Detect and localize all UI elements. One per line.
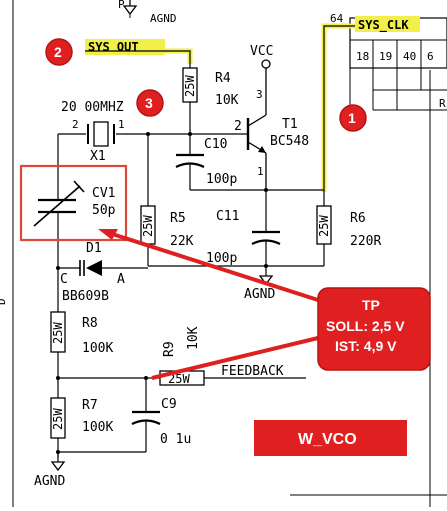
x1-pin-right: 1 <box>118 118 125 131</box>
r5-name: R5 <box>170 211 186 226</box>
w-vco-box: W_VCO <box>254 420 407 456</box>
r9-value: 10K <box>186 326 201 350</box>
callout-arrows <box>98 229 319 380</box>
pin-64-label: 64 <box>330 12 344 25</box>
tp-soll: SOLL: 2,5 V <box>326 318 405 334</box>
tp-ist: IST: 4,9 V <box>335 338 397 354</box>
d1-pin-a: A <box>117 272 125 287</box>
w-vco-label: W_VCO <box>298 431 357 448</box>
r8-value: 100K <box>82 341 113 356</box>
r8-name: R8 <box>82 316 98 331</box>
resistor-r8: 25W R8 100K <box>50 268 113 378</box>
c9-value: 0 1u <box>160 432 191 447</box>
r6-name: R6 <box>350 211 366 226</box>
feedback-label: FEEDBACK <box>221 364 284 379</box>
vcc-terminal: VCC 3 <box>250 44 273 115</box>
r5-value: 22K <box>170 234 194 249</box>
svg-text:25W: 25W <box>168 372 190 386</box>
t1-pin-base: 2 <box>234 119 242 134</box>
vcc-label: VCC <box>250 44 273 59</box>
r7-value: 100K <box>82 420 113 435</box>
r4-name: R4 <box>215 71 231 86</box>
marker-2[interactable]: 2 <box>45 38 73 66</box>
header-connector: SYS_CLK 18 19 40 6 R <box>349 16 447 111</box>
capacitor-c9: C9 0 1u <box>131 378 191 452</box>
resistor-r9: 25W R9 10K FEEDBACK <box>146 326 306 386</box>
crystal-x1: 20 00MHZ 2 1 X1 <box>58 100 125 164</box>
sys-out-label: SYS OUT <box>88 40 139 54</box>
edge-letter-p: P <box>118 0 125 11</box>
agnd-bottom: AGND <box>34 452 65 489</box>
svg-text:AGND: AGND <box>244 287 275 302</box>
r6-value: 220R <box>350 234 381 249</box>
transistor-t1: 2 T1 BC548 1 <box>228 114 309 190</box>
d1-pin-c: C <box>60 272 68 287</box>
capacitor-c10: C10 100p <box>175 134 237 190</box>
svg-text:25W: 25W <box>51 408 65 430</box>
sys-clk-label: SYS_CLK <box>358 18 409 33</box>
t1-name: T1 <box>282 117 298 132</box>
x1-name: X1 <box>90 149 106 164</box>
diode-d1: D1 C A BB609B <box>56 241 148 304</box>
highlighted-nets <box>85 23 355 192</box>
r7-name: R7 <box>82 398 98 413</box>
header-pin-6: 6 <box>427 50 434 63</box>
svg-text:25W: 25W <box>317 215 331 237</box>
top-agnd-label: AGND <box>150 12 177 25</box>
d1-name: D1 <box>86 241 102 256</box>
c11-value: 100p <box>206 251 237 266</box>
marker-1[interactable]: 1 <box>339 104 367 132</box>
r4-value: 10K <box>215 93 239 108</box>
top-fragment: P AGND <box>118 0 177 25</box>
sys-clk-highlight <box>355 16 420 32</box>
svg-text:2: 2 <box>54 44 62 60</box>
x1-pin-left: 2 <box>72 118 79 131</box>
header-pin-r: R <box>439 97 446 110</box>
tp-title: TP <box>362 297 380 313</box>
tp-callout: TP SOLL: 2,5 V IST: 4,9 V <box>317 287 431 371</box>
marker-3[interactable]: 3 <box>136 89 164 117</box>
resistor-r4: 25W R4 10K <box>182 64 239 134</box>
d1-part: BB609B <box>62 289 109 304</box>
cv1-highlight-box <box>19 164 128 242</box>
t1-pin-emitter: 1 <box>257 165 264 178</box>
capacitor-c11: C11 100p <box>206 190 281 266</box>
t1-part: BC548 <box>270 134 309 149</box>
r9-name: R9 <box>162 341 177 357</box>
c11-name: C11 <box>216 209 239 224</box>
trimmer-cv1: CV1 50p <box>33 175 116 262</box>
resistor-r7: 25W R7 100K <box>50 378 113 458</box>
header-pin-19: 19 <box>379 50 392 63</box>
cv1-name: CV1 <box>92 186 115 201</box>
c10-name: C10 <box>204 137 227 152</box>
svg-text:25W: 25W <box>183 75 197 97</box>
svg-text:25W: 25W <box>141 215 155 237</box>
header-pin-40: 40 <box>403 50 416 63</box>
t1-pin-collector: 3 <box>256 88 263 101</box>
c9-name: C9 <box>161 397 177 412</box>
svg-text:AGND: AGND <box>34 474 65 489</box>
svg-text:25W: 25W <box>51 322 65 344</box>
agnd-middle: AGND <box>244 266 275 302</box>
resistor-r6: 25W R6 220R <box>316 192 381 266</box>
cv1-value: 50p <box>92 203 116 218</box>
edge-letter-d: D <box>0 298 8 305</box>
x1-freq: 20 00MHZ <box>61 100 124 115</box>
svg-text:3: 3 <box>145 95 153 111</box>
svg-text:1: 1 <box>348 110 356 126</box>
header-pin-18: 18 <box>356 50 369 63</box>
resistor-r5: 25W R5 22K <box>140 134 194 266</box>
c10-value: 100p <box>206 172 237 187</box>
